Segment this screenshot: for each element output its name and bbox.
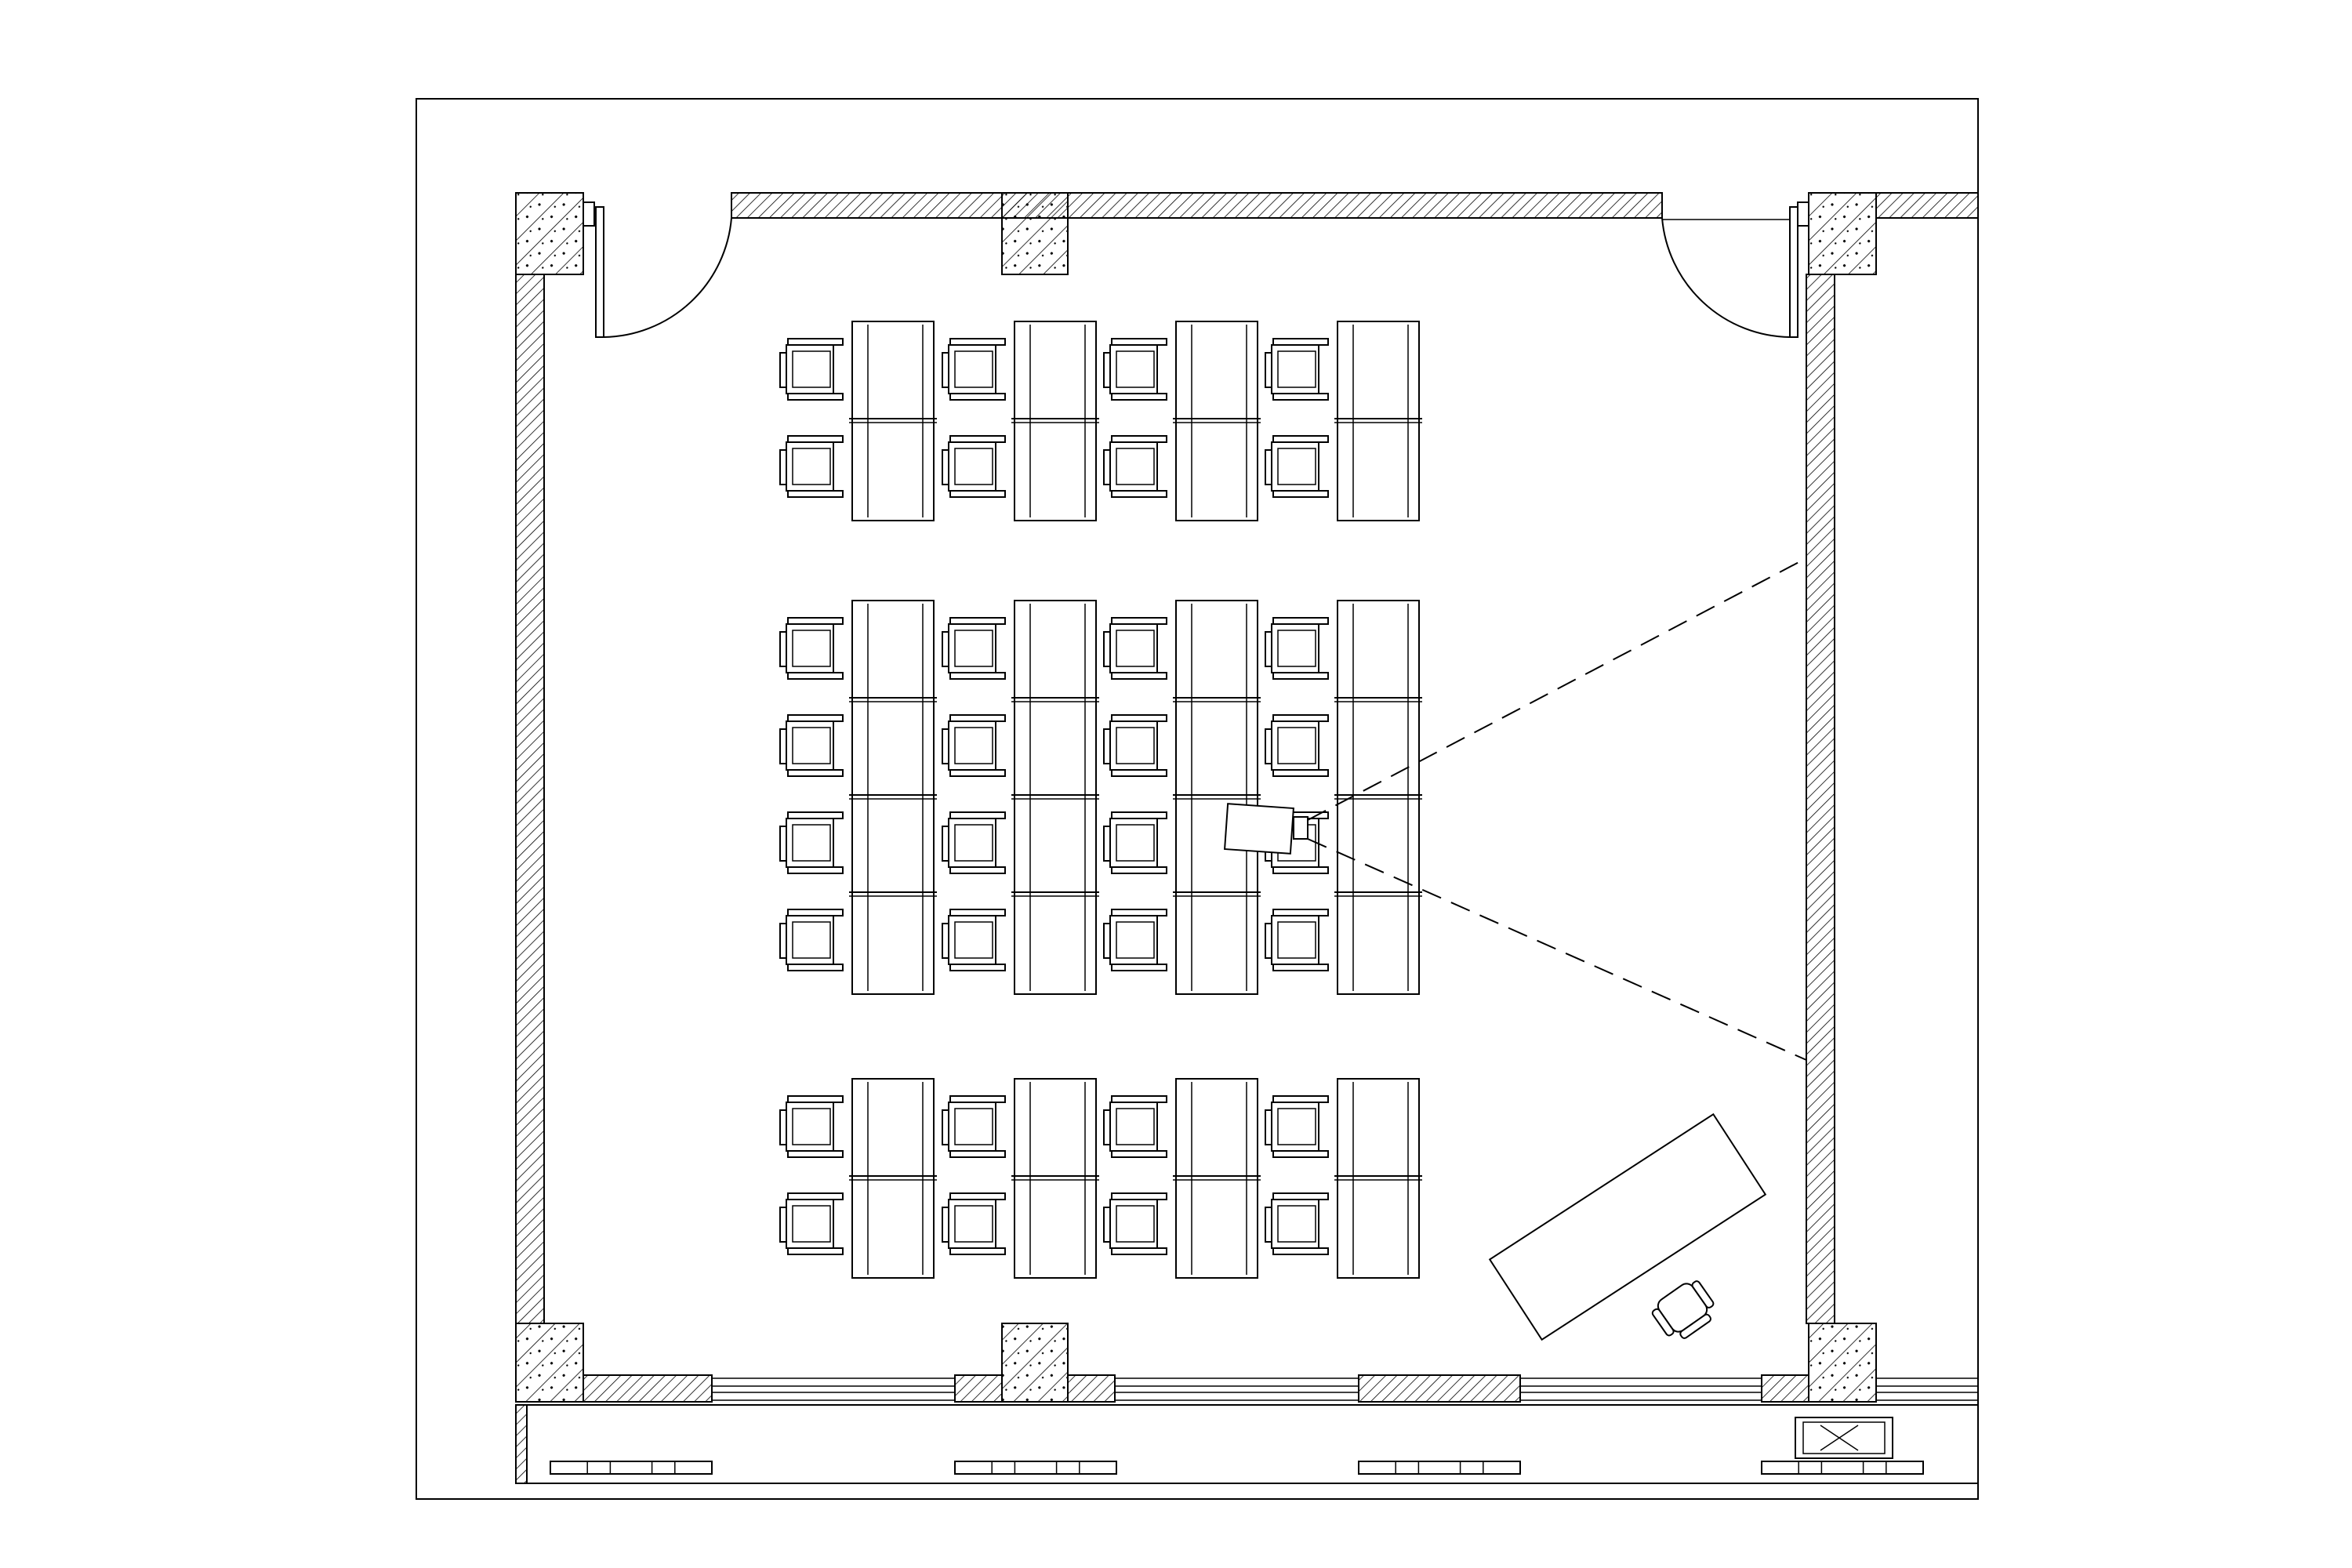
window-2 bbox=[1115, 1377, 1359, 1401]
bottom-wall-segment-3 bbox=[1067, 1374, 1116, 1403]
student-chair bbox=[1103, 811, 1167, 874]
student-chair bbox=[942, 714, 1006, 777]
student-chair bbox=[1265, 617, 1329, 680]
projection-ray-lower bbox=[1307, 838, 1807, 1061]
desk-column bbox=[1337, 321, 1420, 521]
projector-body bbox=[1224, 803, 1294, 855]
window-1 bbox=[712, 1377, 955, 1401]
desk-column bbox=[1337, 1078, 1420, 1279]
teacher-table bbox=[1488, 1112, 1767, 1341]
top-right-wall-extension bbox=[1875, 192, 1979, 219]
student-chair bbox=[1103, 1192, 1167, 1255]
student-chair bbox=[779, 909, 844, 971]
desk-column bbox=[1337, 600, 1420, 995]
student-chair bbox=[779, 1095, 844, 1158]
desk-column bbox=[1014, 321, 1097, 521]
student-chair bbox=[1103, 909, 1167, 971]
bottom-wall-segment-1 bbox=[583, 1374, 713, 1403]
corridor-bench bbox=[550, 1461, 713, 1475]
student-chair bbox=[942, 909, 1006, 971]
window-4 bbox=[1876, 1377, 1978, 1401]
student-chair bbox=[1103, 714, 1167, 777]
window-3 bbox=[1520, 1377, 1762, 1401]
student-chair bbox=[1265, 714, 1329, 777]
top-wall-segment bbox=[731, 192, 1663, 219]
pillar-bottom-middle bbox=[1001, 1323, 1069, 1403]
windows bbox=[516, 1377, 1978, 1484]
student-chair bbox=[1265, 1095, 1329, 1158]
middle-desk-block bbox=[779, 600, 1422, 995]
student-chair bbox=[1103, 338, 1167, 401]
corridor-bench bbox=[1358, 1461, 1521, 1475]
projector-lens bbox=[1293, 816, 1308, 840]
drawing-frame bbox=[416, 98, 1979, 1500]
student-chair bbox=[942, 617, 1006, 680]
desk-column bbox=[851, 1078, 935, 1279]
corridor-box bbox=[1795, 1417, 1893, 1459]
student-chair bbox=[1265, 909, 1329, 971]
student-chair bbox=[1265, 435, 1329, 498]
student-chair bbox=[779, 338, 844, 401]
projector bbox=[1224, 557, 1807, 1061]
student-chair bbox=[779, 617, 844, 680]
student-chair bbox=[942, 1095, 1006, 1158]
pillar-bottom-right bbox=[1808, 1323, 1877, 1403]
student-chair bbox=[942, 1192, 1006, 1255]
left-wall bbox=[515, 274, 545, 1324]
corridor-benches bbox=[550, 1461, 1924, 1475]
bottom-wall-segment-5 bbox=[1761, 1374, 1809, 1403]
corridor-bench bbox=[954, 1461, 1117, 1475]
bottom-wall-segment-4 bbox=[1358, 1374, 1521, 1403]
desk-column bbox=[1175, 600, 1258, 995]
student-desks bbox=[779, 321, 1422, 1279]
front-desk-block bbox=[779, 321, 1422, 521]
student-chair bbox=[779, 435, 844, 498]
desk-column bbox=[1014, 1078, 1097, 1279]
student-chair bbox=[779, 811, 844, 874]
student-chair bbox=[1103, 617, 1167, 680]
student-chair bbox=[779, 1192, 844, 1255]
desk-column bbox=[1175, 321, 1258, 521]
desk-column bbox=[851, 600, 935, 995]
corridor-left-wall bbox=[515, 1404, 528, 1484]
right-wall bbox=[1806, 274, 1835, 1324]
student-chair bbox=[942, 338, 1006, 401]
pillars bbox=[515, 192, 1877, 1403]
bottom-wall-segment-2 bbox=[954, 1374, 1003, 1403]
teacher-chair bbox=[1651, 1280, 1715, 1339]
student-chair bbox=[942, 435, 1006, 498]
student-chair bbox=[1103, 1095, 1167, 1158]
desk-column bbox=[851, 321, 935, 521]
pillar-top-right bbox=[1808, 192, 1877, 275]
pillar-top-middle bbox=[1001, 192, 1069, 275]
corridor-bench bbox=[1761, 1461, 1924, 1475]
desk-column bbox=[1014, 600, 1097, 995]
student-chair bbox=[1265, 338, 1329, 401]
student-chair bbox=[942, 811, 1006, 874]
pillar-top-left bbox=[515, 192, 584, 275]
pillar-bottom-left bbox=[515, 1323, 584, 1403]
student-chair bbox=[1265, 1192, 1329, 1255]
front-door bbox=[583, 201, 732, 338]
rear-desk-block bbox=[779, 1078, 1422, 1279]
student-chair bbox=[779, 714, 844, 777]
student-chair bbox=[1103, 435, 1167, 498]
rear-door bbox=[1661, 201, 1809, 338]
desk-column bbox=[1175, 1078, 1258, 1279]
